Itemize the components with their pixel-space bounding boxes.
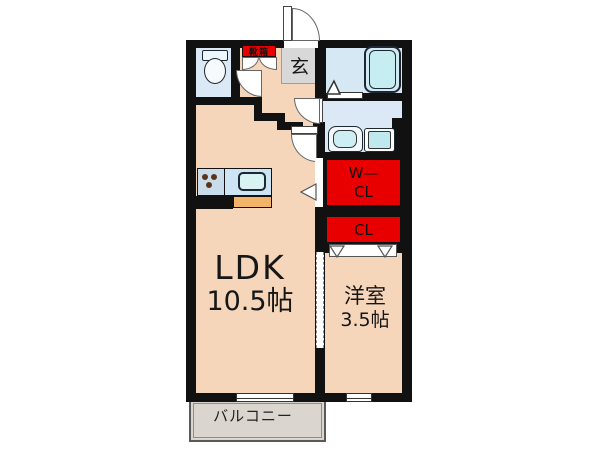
western-room-window [346, 393, 372, 402]
burner-icon [202, 174, 208, 180]
ldk-name: LDK [214, 248, 286, 287]
bathtub-inner-icon [369, 50, 396, 89]
entrance-door-swing-arc [292, 8, 320, 41]
entrance-area: 玄 [281, 47, 318, 84]
wall-right [402, 40, 412, 402]
wall-hall-step [277, 113, 285, 130]
wall-kitchen-stub [190, 196, 233, 209]
entrance-door-leaf [283, 6, 292, 41]
western-room-name: 洋室 [344, 284, 386, 308]
wall-door-stub [313, 122, 325, 130]
entrance-label: 玄 [289, 56, 309, 78]
wall-left [186, 40, 196, 402]
washing-machine-drum-icon [368, 131, 391, 149]
bath-threshold [327, 92, 363, 99]
ldk-door-leaf [291, 126, 318, 134]
walk-in-closet: W— CL [325, 158, 402, 207]
wall-cl-room-divider [315, 244, 330, 253]
shoe-box: 靴箱 [242, 45, 276, 58]
wall-hall-step [254, 113, 285, 121]
shoe-box-label: 靴箱 [248, 47, 269, 58]
wall-pipe-space [392, 118, 402, 152]
stove-icon [198, 169, 225, 195]
wall-cl-room-divider [396, 244, 402, 253]
wall-bottom [186, 393, 412, 402]
wall-hall-step [196, 97, 262, 105]
sliding-door-track [316, 252, 324, 348]
wall-wash-wcl-divider [315, 152, 402, 159]
burner-icon [211, 174, 217, 180]
ldk-size: 10.5帖 [206, 285, 294, 317]
balcony [189, 399, 326, 442]
toilet-bowl-icon [204, 58, 226, 84]
wcl-label-line2: CL [354, 182, 373, 201]
wall-hall-step [254, 97, 262, 121]
balcony-label: バルコニー [213, 407, 293, 425]
washbasin-bowl-icon [333, 130, 357, 148]
wall-hall-step [277, 122, 303, 130]
closet-label: CL [354, 220, 373, 239]
wcl-label-line1: W— [348, 163, 379, 182]
closet: CL [325, 215, 402, 244]
kitchen-sink-icon [238, 172, 266, 191]
entrance-doorway-gap [284, 40, 318, 48]
ldk-label: LDK 10.5帖 [190, 248, 310, 317]
western-room-size: 3.5帖 [340, 309, 390, 332]
ldk-window [236, 393, 294, 402]
western-room-label: 洋室 3.5帖 [327, 284, 403, 332]
counter-base [233, 196, 272, 208]
wcl-door-opening [315, 158, 323, 207]
wall-entrance-bath [315, 40, 326, 98]
burner-icon [206, 182, 212, 188]
wall-wcl-cl-divider [315, 207, 402, 215]
balcony-inner-line [193, 403, 322, 438]
closet-folding-door [329, 244, 397, 257]
